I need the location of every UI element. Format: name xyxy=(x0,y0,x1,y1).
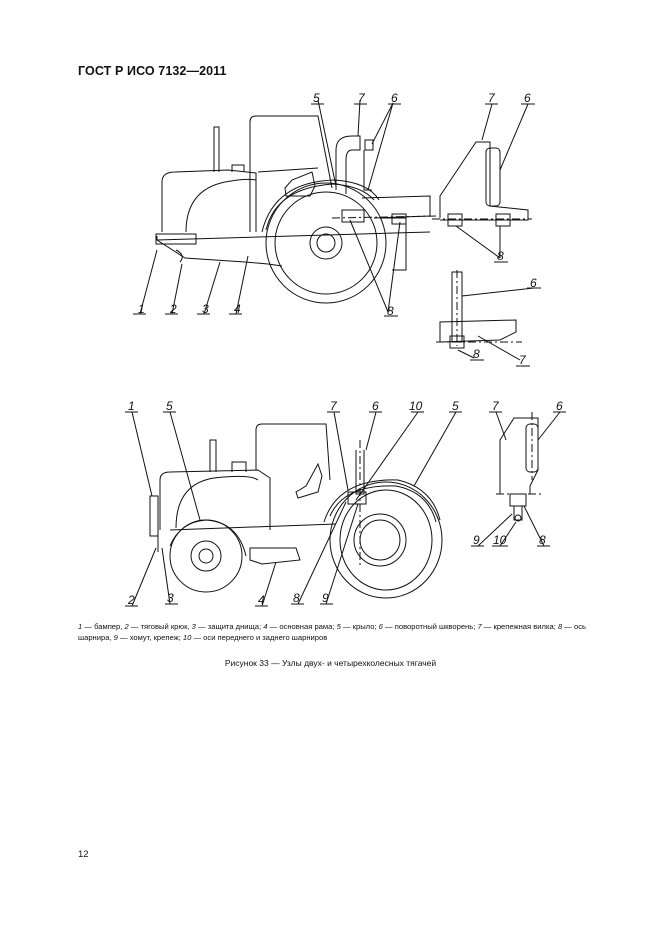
callout-10: 10 xyxy=(493,533,507,547)
legend-text: — основная рама; xyxy=(267,622,337,631)
legend-text: — хомут, крепеж; xyxy=(117,633,183,642)
callout-6: 6 xyxy=(524,91,531,105)
legend-text: — оси переднего и заднего шарниров xyxy=(191,633,328,642)
detail-hitch-top xyxy=(432,103,535,263)
callout-7: 7 xyxy=(519,353,527,367)
figure-33-drawing: 1 2 3 4 5 7 6 8 7 6 8 6 8 7 1 5 7 6 10 5… xyxy=(125,91,566,607)
callout-4: 4 xyxy=(234,302,241,316)
legend-text: — тяговый крюк, xyxy=(128,622,192,631)
callout-5: 5 xyxy=(166,399,173,413)
callout-5: 5 xyxy=(313,91,320,105)
legend-num: 9 xyxy=(113,633,118,642)
legend-text: — крепежная вилка; xyxy=(481,622,558,631)
callout-8: 8 xyxy=(497,249,504,263)
callout-3: 3 xyxy=(167,591,174,605)
callout-labels: 1 2 3 4 5 7 6 8 7 6 8 6 8 7 1 5 7 6 10 5… xyxy=(127,91,563,607)
callout-8: 8 xyxy=(387,304,394,318)
callout-8: 8 xyxy=(539,533,546,547)
legend-text: — защита днища; xyxy=(195,622,264,631)
two-wheel-tractor xyxy=(133,99,439,317)
callout-6: 6 xyxy=(530,276,537,290)
callout-7: 7 xyxy=(488,91,496,105)
callout-4: 4 xyxy=(258,593,265,607)
legend-text: — бампер, xyxy=(82,622,125,631)
legend-num: 4 xyxy=(263,622,268,631)
legend-num: 8 xyxy=(557,622,563,631)
callout-6: 6 xyxy=(372,399,379,413)
callout-3: 3 xyxy=(202,302,209,316)
detail-pivot-right xyxy=(436,270,541,367)
detail-hitch-bottom xyxy=(471,411,566,547)
callout-8: 8 xyxy=(473,347,480,361)
four-wheel-tractor xyxy=(125,411,462,607)
page-number: 12 xyxy=(78,849,89,860)
document-header: ГОСТ Р ИСО 7132—2011 xyxy=(78,64,227,78)
legend-num: 5 xyxy=(336,622,341,631)
legend-num: 10 xyxy=(182,633,192,642)
legend-num: 6 xyxy=(378,622,383,631)
callout-7: 7 xyxy=(358,91,366,105)
figure-title: Рисунок 33 — Узлы двух- и четырехколесны… xyxy=(224,658,437,668)
callout-5: 5 xyxy=(452,399,459,413)
callout-2: 2 xyxy=(169,302,177,316)
legend-num: 2 xyxy=(124,622,129,631)
legend-text: — крыло; xyxy=(340,622,379,631)
callout-9: 9 xyxy=(322,591,329,605)
callout-2: 2 xyxy=(127,593,135,607)
legend-num: 1 xyxy=(78,622,83,631)
legend-num: 3 xyxy=(191,622,196,631)
legend-text: — ось шарнира, xyxy=(78,622,586,642)
legend-num: 7 xyxy=(477,622,482,631)
callout-7: 7 xyxy=(492,399,500,413)
callout-8: 8 xyxy=(293,591,300,605)
figure-legend: 1 — бампер, 2 — тяговый крюк, 3 — защита… xyxy=(78,621,586,643)
callout-1: 1 xyxy=(128,399,135,413)
callout-6: 6 xyxy=(391,91,398,105)
legend-text: — поворотный шкворень; xyxy=(382,622,478,631)
callout-1: 1 xyxy=(138,302,145,316)
callout-7: 7 xyxy=(330,399,338,413)
callout-10: 10 xyxy=(409,399,423,413)
callout-6: 6 xyxy=(556,399,563,413)
callout-9: 9 xyxy=(473,533,480,547)
